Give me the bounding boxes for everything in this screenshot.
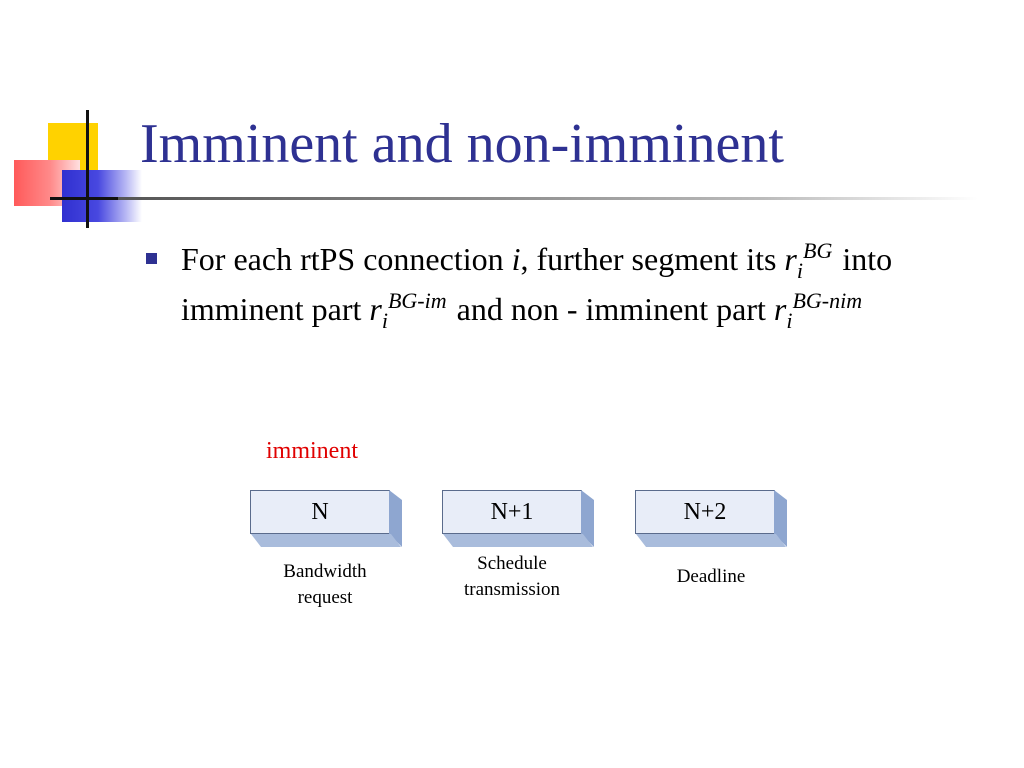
r-bg-nim-symbol: riBG-nim <box>773 288 863 333</box>
bullet-square-icon <box>146 253 157 264</box>
caption-bandwidth-request: Bandwidth request <box>283 561 367 608</box>
slide-logo-decoration <box>0 0 160 240</box>
r-bg-im-symbol: riBG-im <box>369 288 447 333</box>
r-bg-symbol: riBG <box>784 238 833 283</box>
bullet-text-part-3: into imminent part <box>181 241 893 327</box>
bullet-text: For each rtPS connection i, further segm… <box>181 236 901 336</box>
connection-variable: i <box>511 241 521 277</box>
logo-horizontal-line <box>50 197 140 200</box>
title-underline <box>118 197 978 200</box>
bullet-text-part-2: , further segment its <box>520 241 785 277</box>
bullet-text-part-1: For each rtPS connection <box>181 241 512 277</box>
imminent-label: imminent <box>266 438 358 464</box>
frame-box-n: N <box>250 490 390 534</box>
caption-deadline: Deadline <box>676 566 746 587</box>
slide-title: Imminent and non-imminent <box>140 113 784 175</box>
logo-vertical-line <box>86 110 89 228</box>
frame-box-n-plus-2: N+2 <box>635 490 775 534</box>
bullet-text-part-4: and non - imminent part <box>448 291 774 327</box>
frame-box-n-plus-1: N+1 <box>442 490 582 534</box>
blue-square <box>62 170 142 222</box>
caption-schedule-transmission: Schedule transmission <box>463 553 561 600</box>
